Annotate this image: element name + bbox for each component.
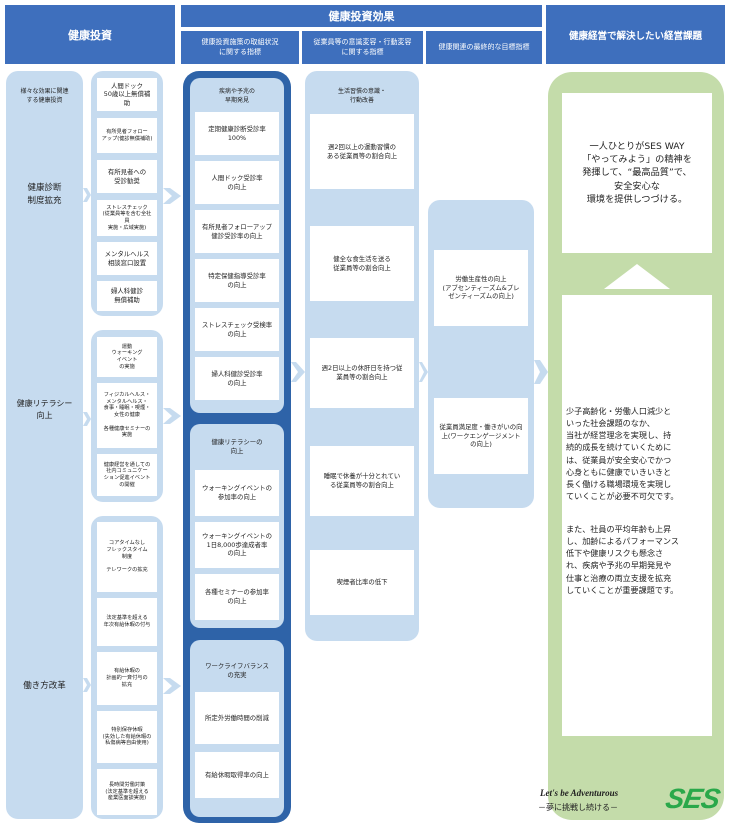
measure-card: 運動 ウォーキング イベント の実施 — [97, 337, 157, 377]
indicator-card: 人間ドック受診率 の向上 — [195, 161, 279, 204]
column-title-lifestyle: 生活習慣の意識・ 行動改善 — [337, 88, 386, 104]
category-workstyle: 働き方改革 — [23, 681, 66, 691]
group-title-early-detection: 疾病や予兆の 早期発見 — [218, 88, 255, 104]
indicator-card: 婦人科健診受診率 の向上 — [195, 357, 279, 400]
vision-statement: 一人ひとりがSES WAY 「やってみよう」の精神を 発揮して、“最高品質”で、… — [562, 93, 712, 253]
goal-card-productivity: 労働生産性の向上 (アブセンティーズム&プレ ゼンティーズムの向上) — [434, 250, 528, 326]
chevron-right-icon — [83, 412, 91, 426]
chevron-right-icon — [419, 362, 428, 382]
indicator-card: 特定保健指導受診率 の向上 — [195, 259, 279, 302]
goal-card-engagement: 従業員満足度・働きがいの向 上(ワークエンゲージメント の向上) — [434, 398, 528, 474]
group-title-worklife: ワークライフバランス の充実 — [205, 662, 269, 679]
header-management-issues: 健康経営で解決したい経営課題 — [546, 5, 725, 64]
brand-subline: －夢に挑戦し続ける－ — [538, 803, 618, 812]
measure-card: コアタイムなし フレックスタイム 制度 テレワークの拡充 — [97, 522, 157, 592]
indicator-card: ウォーキングイベントの 1日8,000歩達成者率 の向上 — [195, 522, 279, 568]
investment-category-column — [6, 71, 83, 819]
chevron-right-icon — [163, 408, 181, 424]
behavior-card: 喫煙者比率の低下 — [310, 550, 414, 615]
measure-card: 有所見者フォロー アップ(健診無償補助) — [97, 118, 157, 153]
behavior-card: 睡眠で休養が十分とれてい る従業員等の割合向上 — [310, 446, 414, 516]
category-literacy: 健康リテラシー 向上 — [16, 399, 73, 420]
chevron-right-icon — [83, 678, 91, 692]
indicator-card: 各種セミナーの参加率 の向上 — [195, 574, 279, 620]
header-final-goal-indicators: 健康関連の最終的な目標指標 — [426, 31, 542, 64]
issue-description-box — [562, 295, 712, 736]
chevron-right-icon — [163, 188, 181, 204]
measure-card: 婦人科健診 無償補助 — [97, 281, 157, 311]
measure-card: 特別保存休暇 (失効した有給休暇の 私傷病等自由使用) — [97, 711, 157, 763]
measure-card: 健康経営を通しての 社内コミュニケー ション促進イベント の開催 — [97, 454, 157, 496]
brand-tagline: Let's be Adventurous — [540, 788, 619, 798]
chevron-right-icon — [534, 360, 548, 384]
indicator-card: 有所見者フォローアップ 健診受診率の向上 — [195, 210, 279, 253]
chevron-right-icon — [163, 678, 181, 694]
header-behavior-indicators: 従業員等の意識変容・行動変容 に関する指標 — [302, 31, 423, 64]
behavior-card: 週2回以上の運動習慣の ある従業員等の割合向上 — [310, 114, 414, 189]
measure-card: 法定基準を超える 年次有給休暇の付与 — [97, 598, 157, 646]
chevron-right-icon — [83, 188, 91, 202]
indicator-card: 有給休暇取得率の向上 — [195, 752, 279, 798]
measure-card: ストレスチェック (従業員等を含む全社員 実施・広域実施) — [97, 200, 157, 236]
category-checkup: 健康診断 制度拡充 — [27, 183, 62, 206]
header-health-investment: 健康投資 — [5, 5, 175, 64]
measure-card: 人間ドック 50歳以上無償補助 — [97, 78, 157, 111]
measure-card: 長時間労働対策 (法定基準を超える 産業医面談実施) — [97, 769, 157, 815]
group-title-literacy: 健康リテラシーの 向上 — [211, 438, 263, 455]
header-measure-indicators: 健康投資施策の取組状況 に関する指標 — [181, 31, 299, 64]
measure-card: メンタルヘルス 相談窓口設置 — [97, 242, 157, 275]
indicator-card: ウォーキングイベントの 参加率の向上 — [195, 470, 279, 516]
measure-card: フィジカルヘルス・ メンタルヘルス・ 食事・睡眠・喫煙・ 女性の健康 各種健康セ… — [97, 383, 157, 448]
company-logo: SES — [663, 783, 722, 814]
header-investment-effect: 健康投資効果 — [181, 5, 542, 27]
measure-card: 有給休暇の 計画的一斉付与の 拡充 — [97, 652, 157, 705]
indicator-card: 所定外労働時間の削減 — [195, 692, 279, 744]
chevron-right-icon — [291, 362, 305, 382]
checkup-measures-group — [91, 71, 163, 316]
column-title: 様々な効果に関連 する健康投資 — [20, 88, 69, 104]
measure-card: 有所見者への 受診勧奨 — [97, 160, 157, 193]
behavior-card: 健全な食生活を送る 従業員等の割合向上 — [310, 226, 414, 301]
issue-text-2: また、社員の平均年齢も上昇 し、加齢によるパフォーマンス 低下や健康リスクも懸念… — [566, 524, 679, 595]
indicator-card: 定期健康診断受診率 100% — [195, 112, 279, 155]
behavior-card: 週2日以上の休肝日を持つ従 業員等の割合向上 — [310, 338, 414, 408]
issue-text-1: 少子高齢化・労働人口減少と いった社会課題のなか、 当社が経営理念を実現し、持 … — [566, 406, 679, 501]
indicator-card: ストレスチェック受検率 の向上 — [195, 308, 279, 351]
